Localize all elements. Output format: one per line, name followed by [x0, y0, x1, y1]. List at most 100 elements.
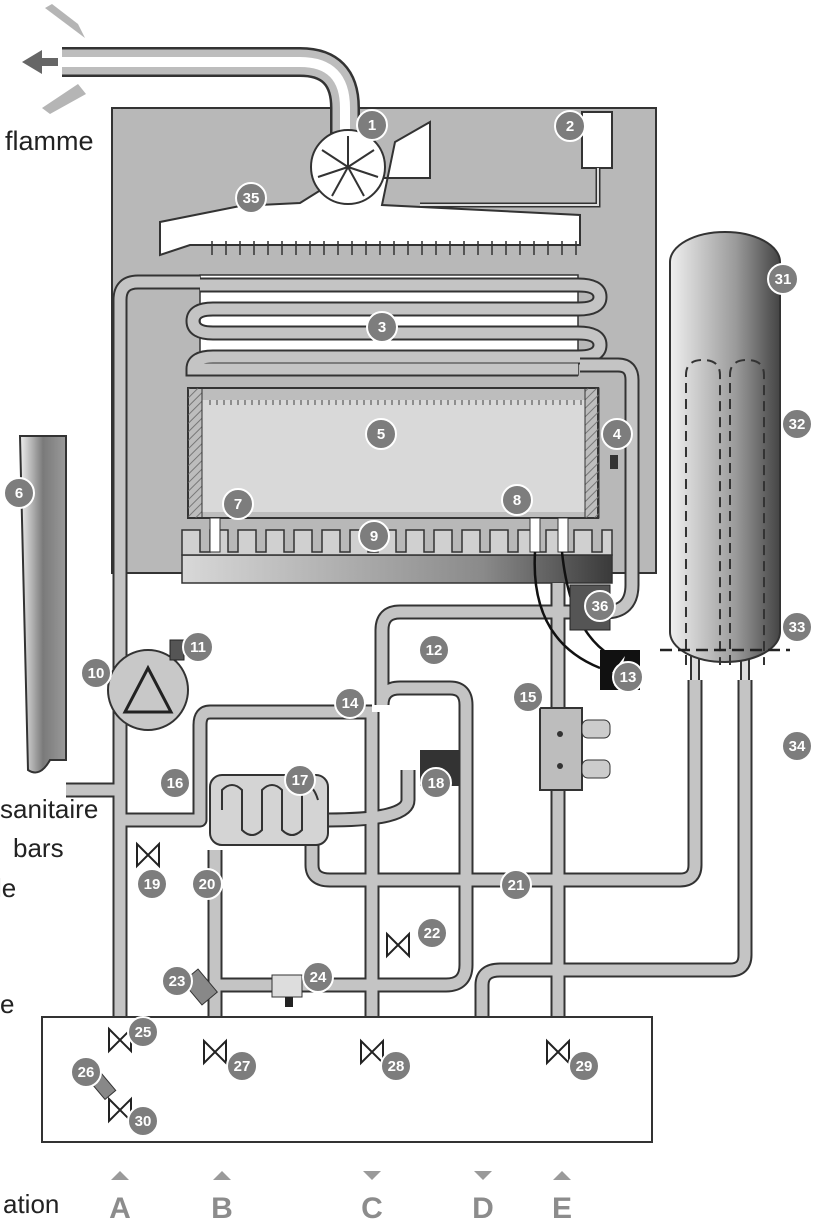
flow-limiter-24 [271, 974, 303, 998]
isolation-valves [108, 841, 570, 1124]
badge-22: 22 [416, 917, 448, 949]
svg-text:20: 20 [199, 876, 216, 893]
svg-text:35: 35 [243, 190, 260, 207]
badge-34: 34 [781, 730, 813, 762]
connection-b: B [211, 1171, 233, 1225]
badge-32: 32 [781, 408, 813, 440]
badge-26: 26 [70, 1056, 102, 1088]
svg-text:32: 32 [789, 416, 806, 433]
svg-text:16: 16 [167, 775, 184, 792]
badge-28: 28 [380, 1050, 412, 1082]
svg-text:29: 29 [576, 1058, 593, 1075]
svg-text:D: D [472, 1192, 494, 1225]
arrow-in-bottom-icon [42, 84, 86, 114]
badge-10: 10 [80, 657, 112, 689]
svg-text:34: 34 [789, 738, 806, 755]
label-bars: bars [13, 833, 64, 863]
svg-text:2: 2 [566, 118, 574, 135]
label-flamme: flamme [5, 126, 94, 156]
badge-5: 5 [365, 418, 397, 450]
connection-c: C [361, 1171, 383, 1225]
gas-valve [539, 707, 583, 791]
svg-text:7: 7 [234, 496, 242, 513]
badge-8: 8 [501, 484, 533, 516]
svg-text:22: 22 [424, 925, 441, 942]
svg-text:A: A [109, 1192, 131, 1225]
badge-13: 13 [612, 661, 644, 693]
burner [181, 554, 613, 584]
burner-ramps [181, 529, 613, 556]
pressure-switch [581, 111, 613, 169]
svg-text:17: 17 [292, 772, 309, 789]
svg-text:23: 23 [169, 973, 186, 990]
svg-text:28: 28 [388, 1058, 405, 1075]
connection-letters: A B C D E [109, 1171, 572, 1225]
pump-triangle-icon [122, 664, 174, 714]
svg-text:12: 12 [426, 642, 443, 659]
flue-duct [62, 47, 360, 175]
label-e: e [0, 989, 14, 1019]
badge-1: 1 [356, 109, 388, 141]
svg-text:6: 6 [15, 485, 23, 502]
circulation-pump [107, 649, 189, 731]
badge-16: 16 [159, 767, 191, 799]
badge-12: 12 [418, 634, 450, 666]
badge-33: 33 [781, 611, 813, 643]
badge-9: 9 [358, 520, 390, 552]
badge-18: 18 [420, 767, 452, 799]
badge-25: 25 [127, 1016, 159, 1048]
badge-24: 24 [302, 961, 334, 993]
label-ation: ation [3, 1189, 59, 1219]
ignition-electrode-a [529, 517, 541, 553]
cylinder-coil [685, 358, 765, 665]
svg-text:24: 24 [310, 969, 327, 986]
badge-2: 2 [554, 110, 586, 142]
ionisation-electrode [209, 517, 221, 553]
svg-text:30: 30 [135, 1113, 152, 1130]
badge-6: 6 [3, 477, 35, 509]
svg-text:8: 8 [513, 492, 521, 509]
connection-d: D [472, 1171, 494, 1225]
svg-text:19: 19 [144, 876, 161, 893]
svg-text:15: 15 [520, 689, 537, 706]
badge-14: 14 [334, 687, 366, 719]
svg-text:10: 10 [88, 665, 105, 682]
label-sanitaire: sanitaire [0, 794, 98, 824]
svg-text:B: B [211, 1192, 233, 1225]
badge-27: 27 [226, 1050, 258, 1082]
badge-35: 35 [235, 182, 267, 214]
svg-text:9: 9 [370, 528, 378, 545]
badge-36: 36 [584, 590, 616, 622]
svg-text:13: 13 [620, 669, 637, 686]
ignition-electrode-b [557, 517, 569, 553]
connection-e: E [552, 1171, 572, 1225]
badge-21: 21 [500, 869, 532, 901]
label-le: le [0, 873, 16, 903]
overheat-thermostat [610, 455, 618, 469]
svg-text:4: 4 [613, 426, 622, 443]
arrow-in-top-icon [45, 4, 85, 38]
storage-cylinder [669, 231, 781, 663]
badge-7: 7 [222, 488, 254, 520]
fan-blades-icon [317, 136, 379, 197]
badge-11: 11 [182, 631, 214, 663]
vent-slots [211, 241, 577, 255]
svg-text:14: 14 [342, 695, 359, 712]
badge-29: 29 [568, 1050, 600, 1082]
badge-3: 3 [366, 311, 398, 343]
svg-text:27: 27 [234, 1058, 251, 1075]
svg-text:E: E [552, 1192, 572, 1225]
arrow-out-icon [22, 50, 58, 74]
badge-31: 31 [767, 263, 799, 295]
badge-20: 20 [191, 868, 223, 900]
svg-text:C: C [361, 1192, 383, 1225]
svg-text:25: 25 [135, 1024, 152, 1041]
svg-text:31: 31 [775, 271, 792, 288]
svg-text:11: 11 [190, 639, 206, 656]
svg-text:21: 21 [508, 877, 525, 894]
connection-a: A [109, 1171, 131, 1225]
svg-text:5: 5 [377, 426, 385, 443]
badge-4: 4 [601, 418, 633, 450]
